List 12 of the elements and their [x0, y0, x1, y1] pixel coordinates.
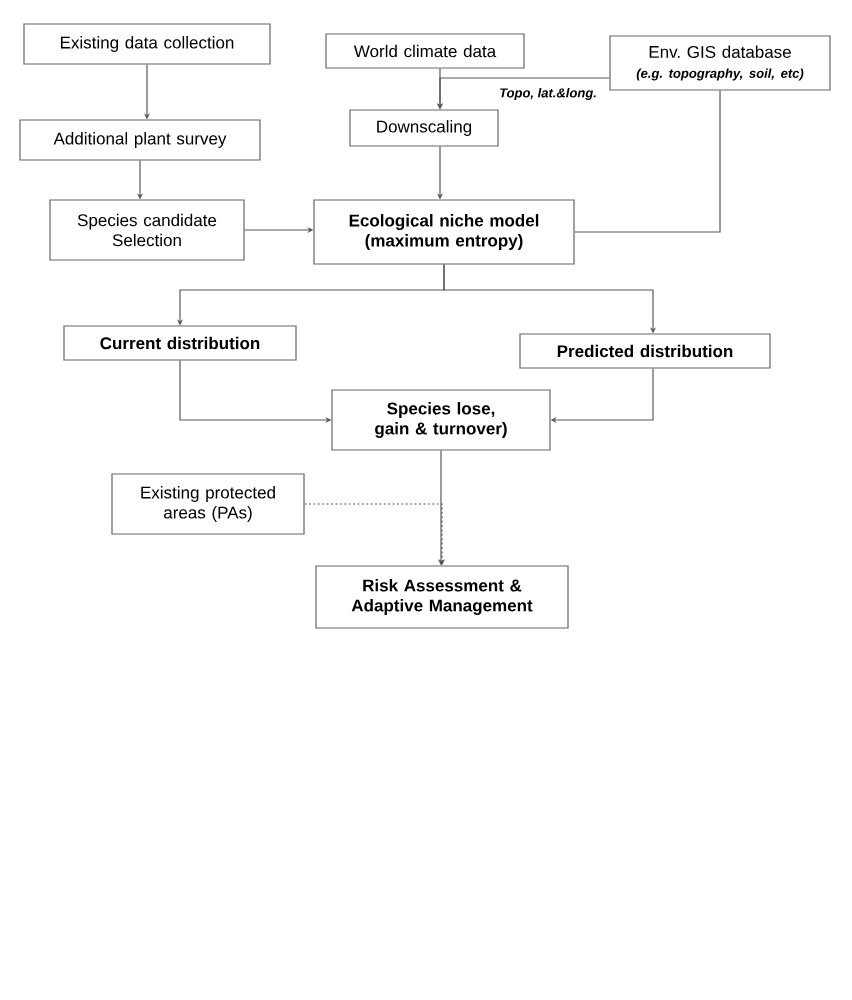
result-box: Risk Assessment & Adaptive Management [315, 565, 569, 629]
process-box: Additional plant survey [19, 119, 261, 161]
process-box: Species lose, gain & turnover) [331, 389, 551, 451]
model-box: Ecological niche model (maximum entropy) [313, 199, 575, 265]
process-box: World climate data [325, 33, 525, 69]
process-box: Current distribution [63, 325, 297, 361]
process-box: Species candidate Selection [49, 199, 245, 261]
connector-line [574, 90, 721, 233]
process-box: Existing data collection [23, 23, 271, 65]
process-box: Existing protected areas (PAs) [111, 473, 305, 535]
process-box: Predicted distribution [519, 333, 771, 369]
process-box: Downscaling [349, 109, 499, 147]
